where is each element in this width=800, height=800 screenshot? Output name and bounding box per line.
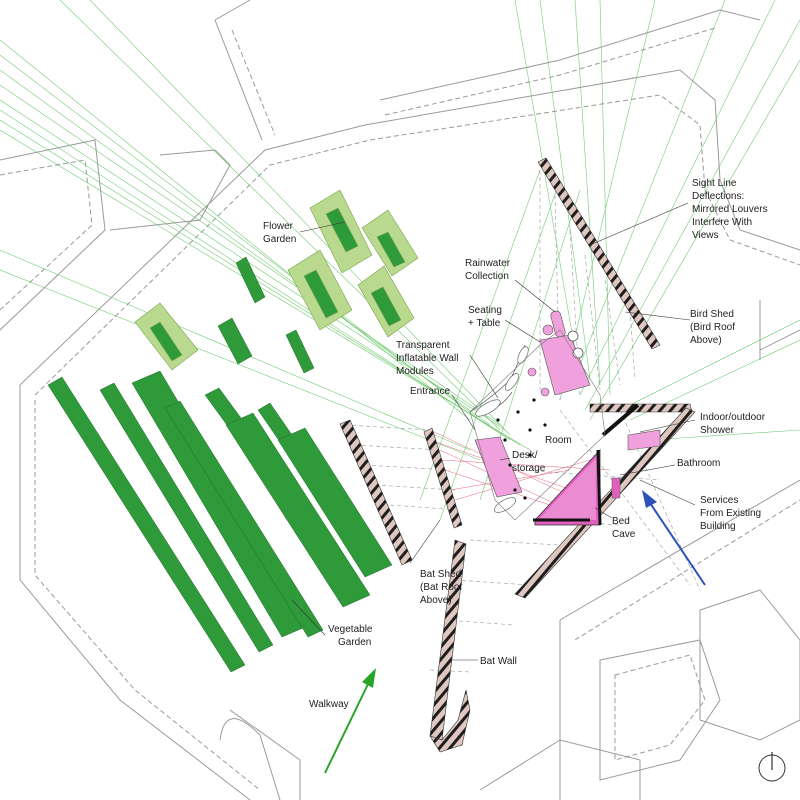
- bat-wall-lower: [429, 689, 471, 753]
- seating-table: [539, 334, 591, 396]
- label-sight-line-2: Deflections:: [692, 191, 744, 202]
- label-bird-shed-3: Above): [690, 335, 722, 346]
- label-sight-line: Sight Line: [692, 178, 737, 189]
- label-shower: Indoor/outdoor: [700, 412, 766, 423]
- services-arrow: [642, 490, 706, 586]
- label-desk: Desk/: [512, 450, 538, 461]
- label-flower-garden-2: Garden: [263, 234, 296, 245]
- label-bat-shed-3: Above): [420, 595, 452, 606]
- label-services-2: From Existing: [700, 508, 761, 519]
- label-services-3: Building: [700, 521, 736, 532]
- shower: [627, 429, 661, 451]
- room-elements: [469, 310, 661, 526]
- label-bed-cave-2: Cave: [612, 529, 636, 540]
- label-bathroom: Bathroom: [677, 458, 720, 469]
- label-entrance: Entrance: [410, 386, 450, 397]
- label-sight-line-5: Views: [692, 230, 719, 241]
- sight-lines: [0, 0, 800, 521]
- label-inflatable-3: Modules: [396, 366, 434, 377]
- label-inflatable: Transparent: [396, 340, 450, 351]
- leader-lines: [291, 202, 696, 661]
- label-shower-2: Shower: [700, 425, 735, 436]
- vegetable-garden-beds: [47, 256, 393, 673]
- label-rainwater-2: Collection: [465, 271, 509, 282]
- hatched-walls: [339, 157, 696, 753]
- label-bird-shed: Bird Shed: [690, 309, 734, 320]
- label-bat-wall: Bat Wall: [480, 656, 517, 667]
- bat-shed-wall-inner: [423, 427, 463, 529]
- bird-shed-wall: [537, 157, 661, 350]
- label-rainwater: Rainwater: [465, 258, 511, 269]
- label-inflatable-2: Inflatable Wall: [396, 353, 458, 364]
- label-desk-2: storage: [512, 463, 546, 474]
- walkway-arrow: [324, 668, 376, 774]
- room-wall-north: [589, 403, 693, 413]
- label-seating: Seating: [468, 305, 502, 316]
- flower-garden-beds: [134, 189, 419, 371]
- label-services: Services: [700, 495, 738, 506]
- label-bird-shed-2: (Bird Roof: [690, 322, 735, 333]
- room-wall-east: [514, 407, 696, 599]
- north-arrow-icon: [758, 752, 786, 782]
- label-room: Room: [545, 435, 572, 446]
- label-sight-line-3: Mirrored Louvers: [692, 204, 768, 215]
- labels: Sight Line Deflections: Mirrored Louvers…: [263, 178, 768, 710]
- label-sight-line-4: Interfere With: [692, 217, 752, 228]
- label-bat-shed-2: (Bat Roof: [420, 582, 462, 593]
- label-walkway: Walkway: [309, 699, 349, 710]
- label-bat-shed: Bat Shed: [420, 569, 461, 580]
- label-flower-garden: Flower: [263, 221, 294, 232]
- label-vegetable-garden-2: Garden: [338, 637, 371, 648]
- desk-storage: [474, 436, 523, 498]
- label-seating-2: + Table: [468, 318, 501, 329]
- label-bed-cave: Bed: [612, 516, 630, 527]
- label-vegetable-garden: Vegetable: [328, 624, 373, 635]
